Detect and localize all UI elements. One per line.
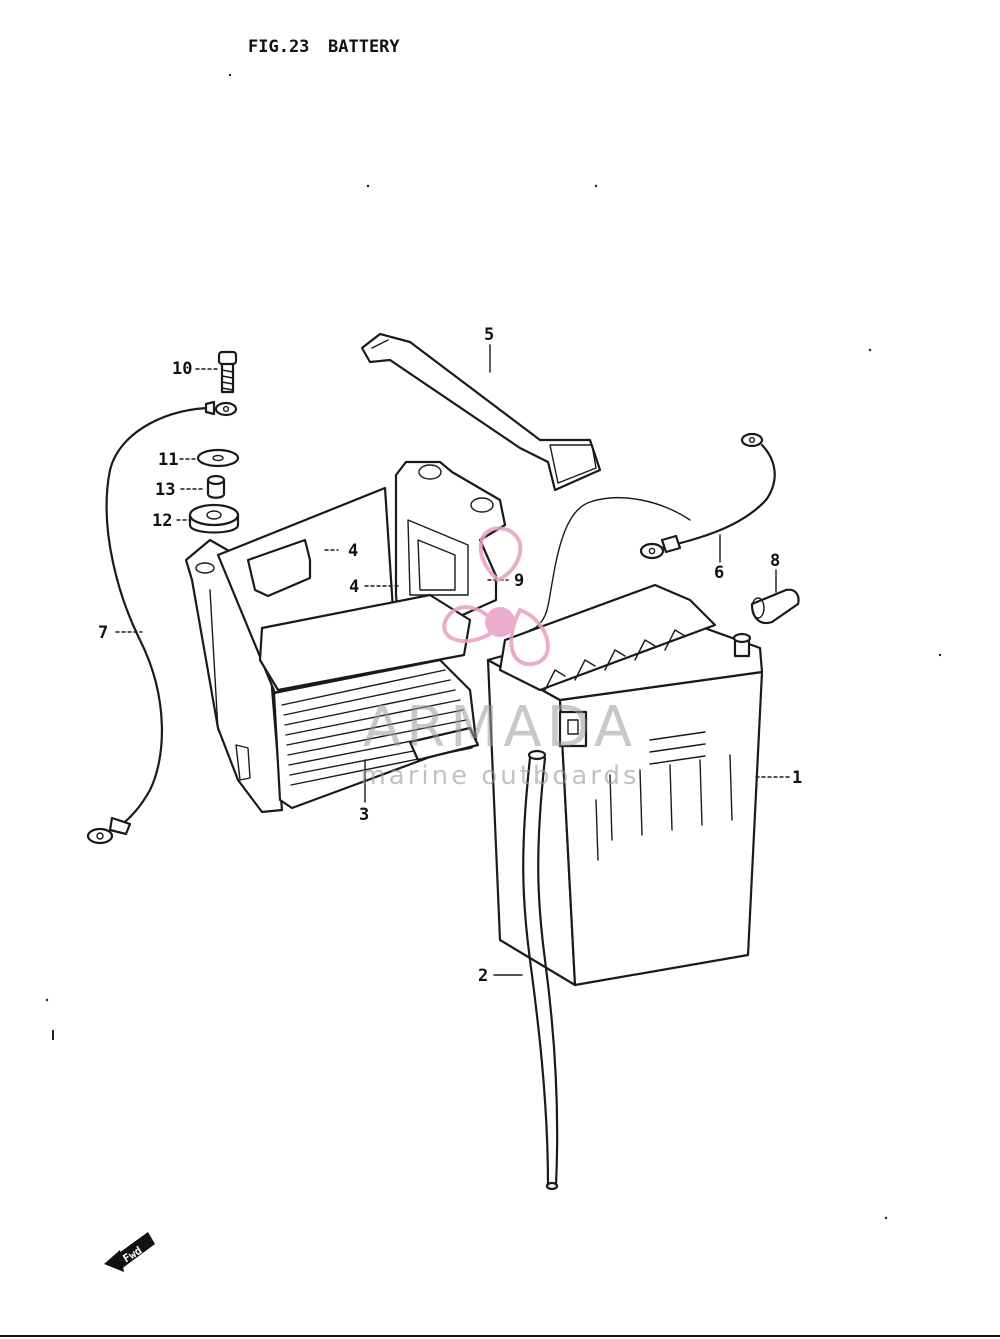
callout-11: 11 <box>158 450 178 470</box>
breather-hose-part-2 <box>522 749 559 1191</box>
callout-8: 8 <box>770 551 780 571</box>
collar-part-13 <box>206 474 226 499</box>
bolt-part-10 <box>217 350 238 394</box>
callout-labels: 10 11 13 12 4 4 9 5 6 8 7 3 1 2 <box>98 325 802 986</box>
callout-4-upper: 4 <box>348 541 358 561</box>
callout-4-lower: 4 <box>349 577 359 597</box>
positive-lead-part-6 <box>529 432 776 631</box>
callout-12: 12 <box>152 511 172 531</box>
callout-1: 1 <box>792 768 802 788</box>
watermark-tagline: marine outboards <box>360 761 639 791</box>
cushion-part-12 <box>188 503 240 534</box>
ground-lead-part-7 <box>86 400 238 845</box>
figure-title: BATTERY <box>328 37 400 57</box>
battery-holder-part-3 <box>184 460 507 814</box>
callout-3: 3 <box>359 805 369 825</box>
callout-5: 5 <box>484 325 494 345</box>
washer-part-11 <box>196 448 240 468</box>
callout-2: 2 <box>478 966 488 986</box>
battery-part-1 <box>486 583 764 987</box>
strap-part-5 <box>360 332 602 492</box>
watermark-brand: ARMADA <box>363 695 637 760</box>
callout-7: 7 <box>98 623 108 643</box>
propeller-logo-icon <box>442 526 550 667</box>
scan-specks <box>45 73 942 1220</box>
leader-lines <box>115 344 791 976</box>
callout-9: 9 <box>514 571 524 591</box>
watermark: ARMADA marine outboards <box>360 526 639 791</box>
forward-direction-marker: Fwd <box>104 1232 155 1272</box>
terminal-cover-part-8 <box>750 588 800 625</box>
callout-6: 6 <box>714 563 724 583</box>
callout-13: 13 <box>155 480 175 500</box>
callout-10: 10 <box>172 359 192 379</box>
figure-number: FIG.23 <box>248 37 309 57</box>
